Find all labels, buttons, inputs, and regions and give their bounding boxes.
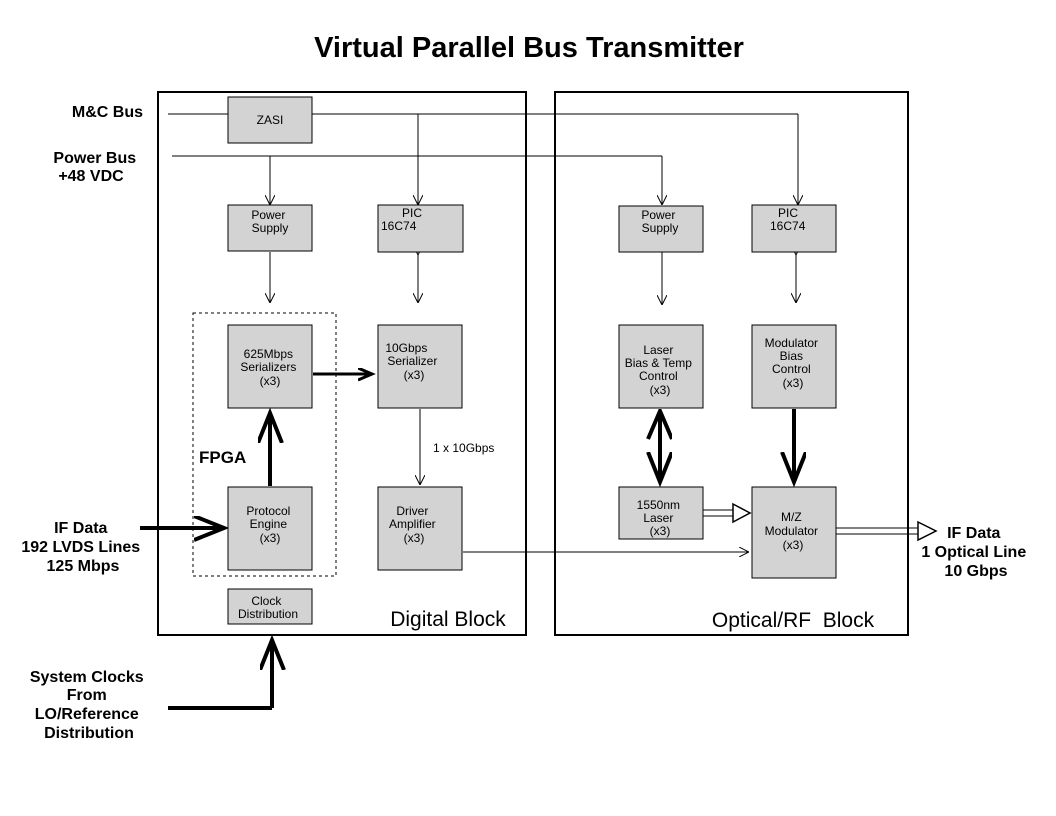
svg-text:Protocol Engine (x: Protocol Engine (x3) <box>246 504 293 545</box>
svg-text:ZASI: ZASI <box>257 113 284 127</box>
system-clocks-line-2: From <box>67 687 107 704</box>
ser10g-line-2: Serializer <box>387 354 437 368</box>
protocol-line-2: Engine <box>250 517 288 531</box>
laser-to-modulator-optical-head <box>732 502 752 524</box>
if-data-out-line-1: IF Data <box>947 525 1000 542</box>
driver-line-1: Driver <box>396 504 428 518</box>
driver-amplifier-box: Driver Amplifier (x3) <box>377 486 463 571</box>
mz-modulator-box: M/Z Modulator (x3) <box>751 486 837 579</box>
diagram-title: Virtual Parallel Bus Transmitter <box>314 32 744 64</box>
laser-bias-line-3: Control <box>639 369 678 383</box>
power-bus-line-2: +48 VDC <box>58 168 124 185</box>
clock-distribution-box: Clock Distribution <box>227 588 313 625</box>
laser-1550-line-2: Laser <box>643 511 673 525</box>
mod-bias-line-4: (x3) <box>783 376 804 390</box>
clock-line-1: Clock <box>251 594 282 608</box>
ser625-line-2: Serializers <box>240 360 296 374</box>
laser-bias-line-1: Laser <box>643 343 673 357</box>
mod-bias-line-1: Modulator <box>765 336 818 350</box>
if-data-in-line-2: 192 LVDS Lines <box>21 539 140 556</box>
digital-block-frame <box>157 91 527 636</box>
mod-bias-line-2: Bias <box>780 349 803 363</box>
protocol-engine-box: Protocol Engine (x3) <box>227 486 313 571</box>
svg-text:PIC 16C74: PIC 16C74 <box>770 206 806 233</box>
laser-bias-control-box: Laser Bias & Temp Control (x3) <box>618 324 704 409</box>
svg-text:10Gbps Serializer: 10Gbps Serializer (x3) <box>385 341 440 382</box>
serializer-10g-box: 10Gbps Serializer (x3) <box>377 324 463 409</box>
mz-line-1: M/Z <box>781 510 802 524</box>
optical-ps-line-2: Supply <box>642 221 679 235</box>
serializers-625-box: 625Mbps Serializers (x3) <box>227 324 313 409</box>
if-data-in-line-3: 125 Mbps <box>47 558 120 575</box>
digital-pic-line-2: 16C74 <box>381 219 417 233</box>
driver-line-3: (x3) <box>404 531 425 545</box>
svg-text:Driver Amplifier (: Driver Amplifier (x3) <box>389 504 439 545</box>
svg-text:Clock Distribution: Clock Distribution <box>238 594 298 621</box>
power-bus-label: Power Bus +48 VDC <box>53 150 140 185</box>
mz-line-2: Modulator <box>765 524 818 538</box>
optical-power-supply-box: Power Supply <box>618 205 704 253</box>
link-rate-label: 1 x 10Gbps <box>433 441 494 455</box>
svg-text:Power Supply: Power Supply <box>641 208 678 235</box>
svg-text:M/Z Modulator (x3): M/Z Modulator (x3) <box>765 510 822 552</box>
svg-text:Power Supply: Power Supply <box>251 208 288 235</box>
ser10g-line-1: 10Gbps <box>385 341 427 355</box>
laser-bias-line-2: Bias & Temp <box>625 356 692 370</box>
protocol-line-1: Protocol <box>246 504 290 518</box>
system-clocks-label: System Clocks From LO/Reference Distribu… <box>30 669 148 742</box>
svg-text:1550nm Laser (x3): 1550nm Laser (x3) <box>637 498 684 538</box>
ser625-line-3: (x3) <box>260 374 281 388</box>
digital-ps-line-2: Supply <box>252 221 289 235</box>
ser625-line-1: 625Mbps <box>244 347 293 361</box>
system-clocks-line-4: Distribution <box>44 725 134 742</box>
optical-block-label: Optical/RF Block <box>712 609 875 632</box>
ser10g-line-3: (x3) <box>404 368 425 382</box>
laser-1550-box: 1550nm Laser (x3) <box>618 486 704 540</box>
zasi-line-1: ZASI <box>257 113 284 127</box>
if-data-out-label: IF Data 1 Optical Line 10 Gbps <box>921 525 1030 580</box>
mc-bus-label: M&C Bus <box>72 104 143 121</box>
svg-text:Modulator Bias Con: Modulator Bias Control (x3) <box>765 336 822 390</box>
optical-block-frame <box>554 91 909 636</box>
optical-ps-line-1: Power <box>641 208 675 222</box>
mz-line-3: (x3) <box>783 538 804 552</box>
fpga-region <box>192 312 337 577</box>
digital-block-label: Digital Block <box>390 608 506 631</box>
system-clocks-line-3: LO/Reference <box>35 706 139 723</box>
digital-ps-line-1: Power <box>251 208 285 222</box>
optical-pic-line-1: PIC <box>778 206 798 220</box>
digital-pic-box: PIC 16C74 <box>377 204 464 253</box>
modulator-bias-control-box: Modulator Bias Control (x3) <box>751 324 837 409</box>
optical-pic-box: PIC 16C74 <box>751 204 837 253</box>
fpga-label: FPGA <box>199 448 246 467</box>
svg-text:Laser Bias & Temp: Laser Bias & Temp Control (x3) <box>625 343 696 397</box>
laser-bias-line-4: (x3) <box>650 383 671 397</box>
protocol-line-3: (x3) <box>260 531 281 545</box>
driver-line-2: Amplifier <box>389 517 436 531</box>
if-data-in-label: IF Data 192 LVDS Lines 125 Mbps <box>21 520 144 575</box>
if-data-out-line-3: 10 Gbps <box>944 563 1007 580</box>
laser-1550-line-1: 1550nm <box>637 498 680 512</box>
clock-line-2: Distribution <box>238 607 298 621</box>
zasi-box: ZASI <box>227 96 313 144</box>
laser-1550-line-3: (x3) <box>650 524 671 538</box>
optical-pic-line-2: 16C74 <box>770 219 806 233</box>
if-data-in-line-1: IF Data <box>54 520 107 537</box>
if-data-out-line-2: 1 Optical Line <box>921 544 1026 561</box>
system-clocks-line-1: System Clocks <box>30 669 144 686</box>
digital-power-supply-box: Power Supply <box>227 204 313 252</box>
optical-out-head <box>917 520 938 542</box>
svg-text:PIC 16C74: PIC 16C74 <box>381 206 425 233</box>
svg-text:625Mbps Serializers: 625Mbps Serializers (x3) <box>240 347 299 388</box>
digital-pic-line-1: PIC <box>402 206 422 220</box>
mod-bias-line-3: Control <box>772 362 811 376</box>
power-bus-line-1: Power Bus <box>53 150 136 167</box>
